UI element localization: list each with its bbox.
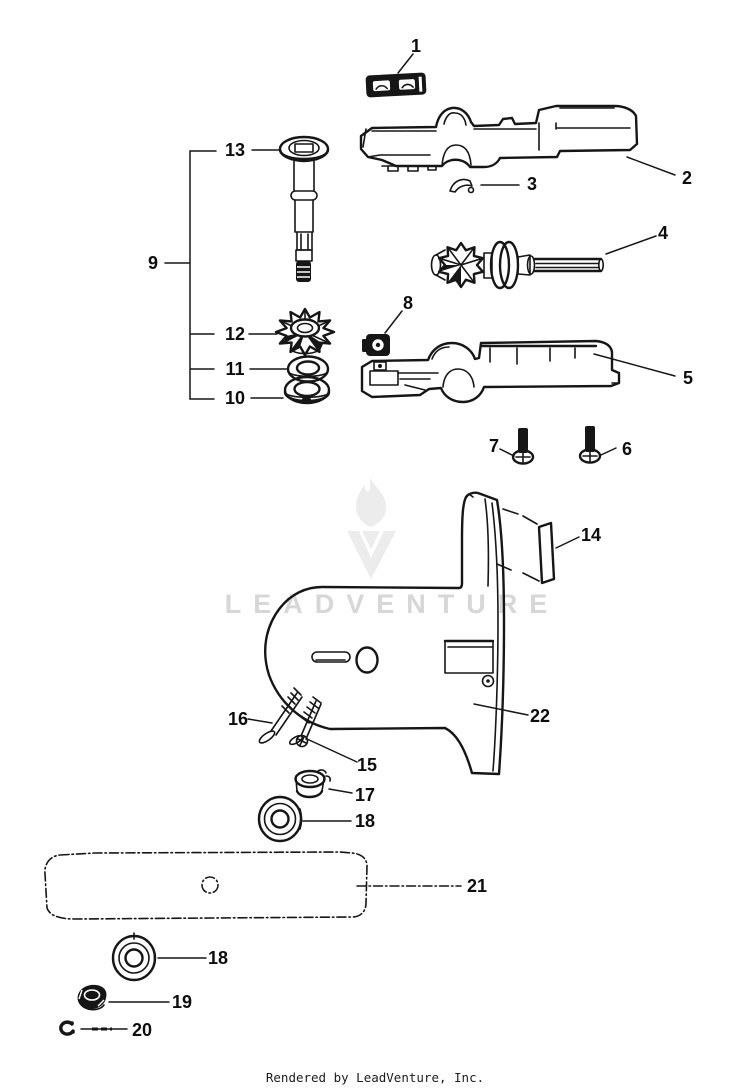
callout-20: 20 (132, 1020, 152, 1040)
callout-6: 6 (622, 439, 632, 459)
leader-4 (605, 235, 657, 255)
leader-16 (247, 718, 273, 724)
callout-4: 4 (658, 223, 668, 243)
part-17-collar-nut (294, 769, 332, 799)
part-6-screw (578, 426, 602, 464)
callout-18-upper: 18 (355, 811, 375, 831)
part-10-bearing (283, 375, 331, 405)
watermark-text: LEADVENTURE (225, 589, 560, 619)
flame-v-icon (347, 478, 396, 579)
callout-21: 21 (467, 876, 487, 896)
callout-labels: 1 2 3 4 5 6 7 8 9 10 11 12 13 14 15 16 1… (132, 36, 693, 1040)
part-19-flange-nut (77, 984, 107, 1011)
part-21-blade (44, 851, 368, 920)
group-9-bracket (164, 149, 288, 400)
callout-8: 8 (403, 293, 413, 313)
callout-5: 5 (683, 368, 693, 388)
leader-5 (593, 353, 676, 377)
callout-12: 12 (225, 324, 245, 344)
part-18-washer-upper (257, 795, 303, 843)
callout-18-lower: 18 (208, 948, 228, 968)
leader-14 (555, 536, 580, 549)
part-2-upper-housing (359, 104, 639, 172)
part-20-clip (59, 1020, 75, 1036)
leader-8 (384, 310, 403, 334)
callout-19: 19 (172, 992, 192, 1012)
callout-13: 13 (225, 140, 245, 160)
part-15-screw (288, 696, 322, 748)
callout-15: 15 (357, 755, 377, 775)
part-12-bevel-gear (274, 307, 336, 357)
leader-2 (626, 156, 676, 176)
callout-10: 10 (225, 388, 245, 408)
callout-17: 17 (355, 785, 375, 805)
callout-1: 1 (411, 36, 421, 56)
leader-lines (80, 53, 676, 1031)
part-5-lower-housing (360, 339, 621, 404)
callout-3: 3 (527, 174, 537, 194)
part-14-wear-strip (496, 508, 556, 585)
callout-14: 14 (581, 525, 601, 545)
leader-6 (600, 447, 617, 456)
callout-9: 9 (148, 253, 158, 273)
callout-7: 7 (489, 436, 499, 456)
part-22-guard-shield (263, 491, 506, 776)
leader-15 (306, 738, 358, 763)
leadventure-watermark: LEADVENTURE (225, 478, 560, 619)
callout-2: 2 (682, 168, 692, 188)
part-8-square-nut (362, 334, 390, 356)
footer-credit: Rendered by LeadVenture, Inc. (266, 1070, 484, 1085)
leader-7 (499, 448, 515, 457)
callout-16: 16 (228, 709, 248, 729)
leader-17 (328, 788, 353, 794)
part-16-screw (258, 687, 303, 744)
callout-11: 11 (225, 359, 244, 379)
leader-22 (473, 703, 529, 716)
part-7-screw (511, 428, 535, 465)
part-13-spindle-shaft (278, 135, 330, 282)
part-3-shim (449, 178, 475, 194)
part-18-washer-lower (111, 932, 157, 982)
callout-22: 22 (530, 706, 550, 726)
part-1-blade-clamp (365, 72, 427, 98)
part-4-drive-shaft (430, 240, 604, 290)
leader-1 (397, 53, 414, 74)
